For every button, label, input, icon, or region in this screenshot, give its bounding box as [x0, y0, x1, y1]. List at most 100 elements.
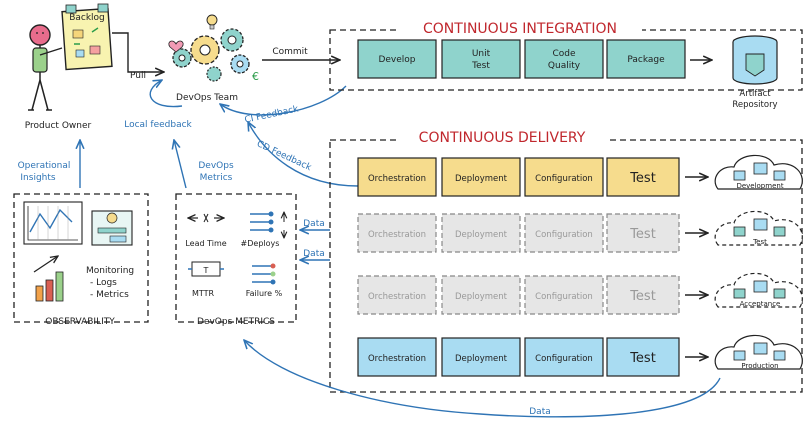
cd-step-label: Deployment [455, 292, 508, 302]
dashboard-screen-icon [91, 210, 133, 246]
ci-step-package: Package [606, 39, 686, 79]
monitoring-line-2: - Logs [90, 278, 117, 288]
pull-arrow [112, 32, 164, 72]
artifact-repository-icon [732, 35, 778, 85]
mttr-label: MTTR [192, 289, 215, 298]
data-label-bottom: Data [529, 407, 551, 417]
cd-row-production: Orchestration Deployment Configuration Test… [357, 334, 803, 377]
ci-step-label: Unit [472, 49, 491, 59]
observability-frame [13, 193, 149, 323]
cd-step-test: Test [606, 337, 680, 377]
commit-label: Commit [272, 47, 308, 57]
ci-feedback-arrow [220, 85, 347, 116]
lead-time-label: Lead Time [185, 239, 226, 248]
operational-insights-line2: Insights [20, 173, 55, 183]
chart-board-icon [23, 201, 83, 245]
cd-step-test: Test [606, 275, 680, 315]
cd-step-label: Test [629, 289, 656, 304]
cd-feedback-arrow [248, 122, 359, 187]
environment-label: Test [752, 238, 767, 246]
cd-row-acceptance: Orchestration Deployment Configuration Test… [357, 272, 803, 315]
cloud-test-icon: Test [714, 210, 803, 246]
cd-row-development: Orchestration Deployment Configuration Test… [357, 154, 803, 197]
mttr-timer-letter: T [203, 266, 209, 275]
observability-title: OBSERVABILITY [45, 317, 115, 327]
cloud-development-icon: Development [714, 154, 803, 190]
cloud-production-icon: Production [714, 334, 803, 370]
cd-step-orchestration: Orchestration [357, 157, 437, 197]
cd-step-label: Test [629, 171, 656, 186]
ci-feedback-label: CI Feedback [244, 104, 300, 125]
cd-step-deployment: Deployment [441, 337, 521, 377]
product-owner-figure [28, 24, 63, 111]
local-feedback-label: Local feedback [124, 120, 192, 130]
cd-step-label: Configuration [535, 354, 593, 364]
ci-step-develop: Develop [357, 39, 437, 79]
devops-metrics-line2: Metrics [200, 173, 233, 183]
cd-step-label: Test [629, 351, 656, 366]
cd-step-test: Test [606, 213, 680, 253]
environment-label: Production [741, 362, 778, 370]
devops-metrics-line1: DevOps [198, 161, 234, 171]
gears-icon [172, 28, 250, 82]
cd-step-label: Orchestration [368, 174, 426, 184]
cd-step-deployment: Deployment [441, 275, 521, 315]
cd-step-test: Test [606, 157, 680, 197]
cd-step-label: Configuration [535, 174, 593, 184]
failure-rate-icon [252, 263, 276, 285]
metrics-frame [175, 193, 297, 323]
cd-step-configuration: Configuration [524, 275, 604, 315]
metrics-title: DevOps METRICS [197, 317, 275, 327]
ci-step-label: Code [552, 49, 576, 59]
cd-step-label: Deployment [455, 174, 508, 184]
cd-step-configuration: Configuration [524, 337, 604, 377]
data-label-lower: Data [303, 249, 325, 259]
data-label-upper: Data [303, 219, 325, 229]
cd-step-label: Configuration [535, 230, 593, 240]
cd-step-label: Orchestration [368, 230, 426, 240]
data-return-arrow [244, 340, 721, 418]
environment-label: Development [736, 182, 783, 190]
cd-step-configuration: Configuration [524, 157, 604, 197]
cd-step-label: Orchestration [368, 354, 426, 364]
failure-label: Failure % [246, 289, 283, 298]
cd-step-label: Orchestration [368, 292, 426, 302]
operational-insights-line1: Operational [18, 161, 71, 171]
euro-icon: € [252, 70, 259, 83]
cd-step-deployment: Deployment [441, 213, 521, 253]
devops-team-label: DevOps Team [176, 93, 238, 103]
lead-time-icon [188, 213, 224, 223]
cd-step-deployment: Deployment [441, 157, 521, 197]
cd-step-orchestration: Orchestration [357, 337, 437, 377]
artifact-label-line2: Repository [732, 100, 777, 110]
cd-step-label: Deployment [455, 354, 508, 364]
artifact-label-line1: Artifact [739, 89, 771, 99]
ci-step-label: Package [627, 55, 665, 65]
lightbulb-icon [206, 14, 218, 30]
cd-step-orchestration: Orchestration [357, 213, 437, 253]
ci-step-label: Test [471, 61, 490, 71]
backlog-label: Backlog [69, 13, 105, 23]
cd-title: CONTINUOUS DELIVERY [419, 130, 586, 146]
backlog-board [61, 3, 113, 71]
deploys-icon [250, 212, 284, 239]
deploys-label: #Deploys [241, 239, 280, 248]
heart-icon [168, 40, 184, 53]
environment-label: Acceptance [740, 300, 781, 308]
cd-step-label: Configuration [535, 292, 593, 302]
bar-growth-icon [33, 256, 64, 302]
ci-step-label: Develop [378, 55, 415, 65]
cd-feedback-label: CD Feedback [255, 139, 313, 173]
devops-metrics-arrow [174, 140, 187, 189]
ci-title: CONTINUOUS INTEGRATION [423, 21, 617, 37]
pull-label: Pull [130, 71, 146, 81]
cloud-acceptance-icon: Acceptance [714, 272, 803, 308]
monitoring-line-1: Monitoring [86, 266, 134, 276]
monitoring-line-3: - Metrics [90, 290, 129, 300]
